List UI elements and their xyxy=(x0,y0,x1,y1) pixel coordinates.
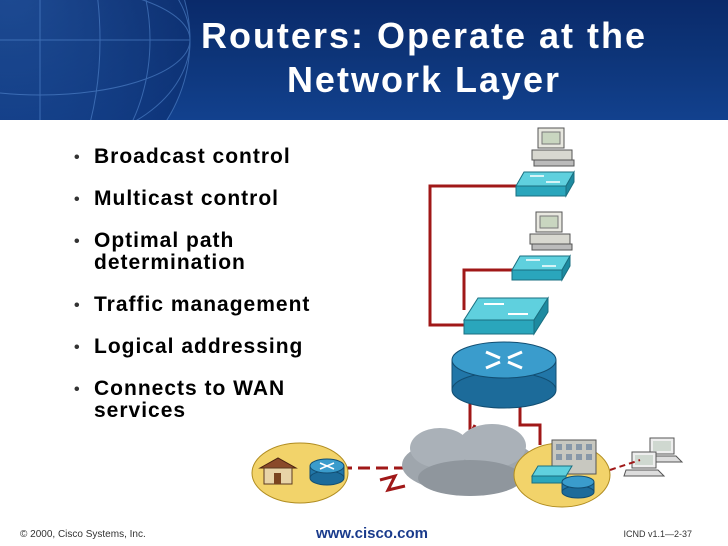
laptop-icon xyxy=(623,451,666,477)
workstation-icon xyxy=(529,211,573,251)
title-line-1: Routers: Operate at the xyxy=(200,15,648,56)
router-icon xyxy=(561,475,595,499)
bullet-item: •Multicast control xyxy=(74,187,280,210)
slide-title: Routers: Operate at the Network Layer xyxy=(120,14,728,102)
bullet-item: •Broadcast control xyxy=(74,145,291,168)
bullet-dot-icon: • xyxy=(74,191,81,208)
bullet-dot-icon: • xyxy=(74,149,81,166)
slide-code: ICND v1.1—2-37 xyxy=(623,529,692,539)
branch-office-site xyxy=(513,439,611,508)
home-office-site xyxy=(251,442,349,504)
bullet-dot-icon: • xyxy=(74,297,81,314)
house-icon xyxy=(258,457,298,485)
bullet-dot-icon: • xyxy=(74,339,81,356)
bullet-item: •Logical addressing xyxy=(74,335,304,358)
bullet-dot-icon: • xyxy=(74,381,81,398)
wan-cloud-icon xyxy=(402,424,538,496)
bullet-list: •Broadcast control •Multicast control •O… xyxy=(74,146,374,442)
slide-footer: © 2000, Cisco Systems, Inc. www.cisco.co… xyxy=(0,524,728,546)
website-url: www.cisco.com xyxy=(316,525,428,542)
workstation-icon xyxy=(531,127,575,167)
copyright-text: © 2000, Cisco Systems, Inc. xyxy=(20,529,146,540)
router-icon xyxy=(451,341,557,409)
title-line-2: Network Layer xyxy=(286,59,562,100)
switch-icon xyxy=(463,296,549,336)
switch-icon xyxy=(511,254,571,282)
switch-icon xyxy=(515,170,575,198)
bullet-item: •Traffic management xyxy=(74,293,311,316)
title-banner: Routers: Operate at the Network Layer xyxy=(0,0,728,120)
bullet-dot-icon: • xyxy=(74,233,81,250)
router-icon xyxy=(309,458,345,486)
globe-graphic xyxy=(0,0,191,120)
